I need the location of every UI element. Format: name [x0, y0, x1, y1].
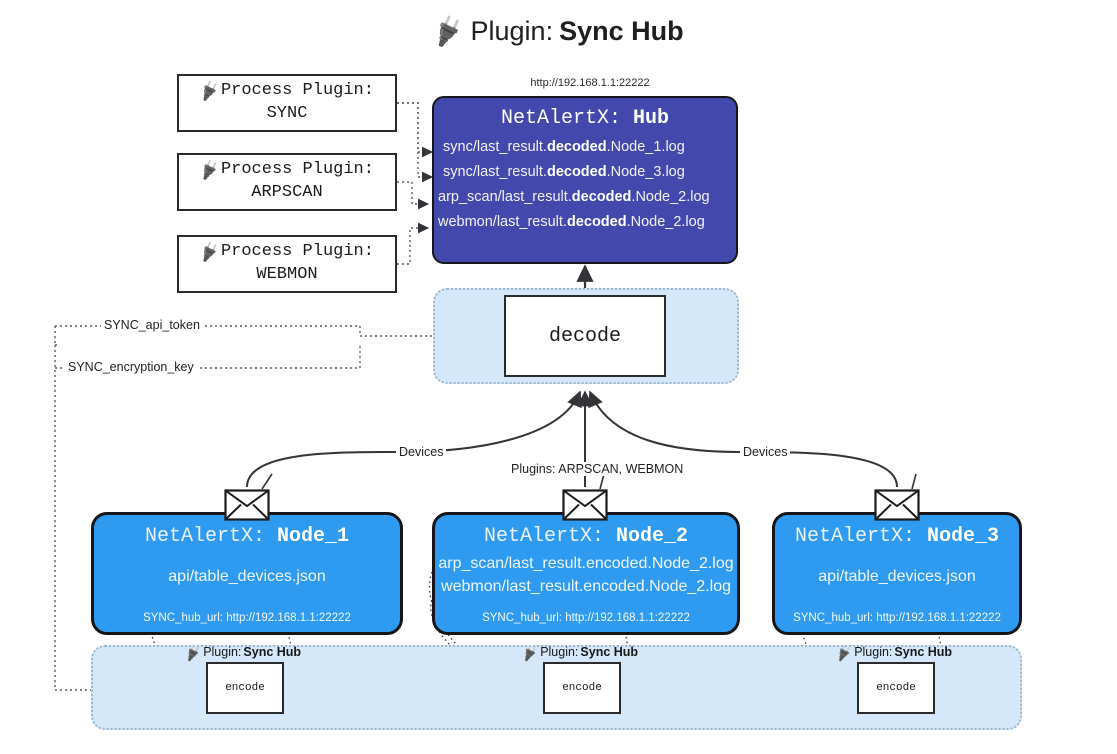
- plugins-center-label: Plugins: ARPSCAN, WEBMON: [508, 462, 687, 476]
- node-3-line-1: api/table_devices.json: [818, 568, 976, 585]
- plug-icon: 🔌: [197, 240, 223, 265]
- hub-log-line-2: sync/last_result.decoded.Node_3.log: [443, 163, 685, 180]
- node-1-footer: SYNC_hub_url: http://192.168.1.1:22222: [143, 612, 351, 624]
- envelope-icon-node-1: [224, 489, 270, 521]
- link-sync-to-hub: [397, 102, 434, 158]
- encoder-3-box[interactable]: encode: [857, 662, 935, 714]
- process-plugin-sync[interactable]: 🔌Process Plugin: SYNC: [177, 74, 397, 132]
- envelope-stem-2: [599, 473, 605, 490]
- plug-icon: 🔌: [182, 642, 204, 662]
- node-3-title: NetAlertX: Node_3: [794, 525, 1000, 548]
- link-webmon-to-hub: [397, 222, 430, 265]
- process-plugin-arpscan-value: ARPSCAN: [251, 183, 323, 202]
- setting-api-token-label: SYNC_api_token: [101, 318, 203, 332]
- hub-log-line-1: sync/last_result.decoded.Node_1.log: [443, 139, 685, 155]
- plug-icon: 🔌: [519, 642, 541, 662]
- devices-left-label: Devices: [396, 445, 447, 459]
- node-1-line-1: api/table_devices.json: [168, 568, 326, 585]
- process-plugin-sync-label: Process Plugin:: [220, 81, 374, 101]
- process-plugin-arpscan-label: Process Plugin:: [220, 160, 374, 180]
- envelope-icon-node-2: [562, 489, 608, 521]
- page-title: 🔌 Plugin: Sync Hub: [0, 12, 1117, 50]
- plug-icon: 🔌: [197, 158, 223, 183]
- link-arpscan-to-hub: [397, 181, 430, 210]
- hub-title-name: Hub: [633, 107, 670, 130]
- encoder-1-box[interactable]: encode: [206, 662, 284, 714]
- plug-icon: 🔌: [833, 642, 855, 662]
- node-1[interactable]: NetAlertX: Node_1 api/table_devices.json…: [91, 512, 403, 635]
- node-1-title: NetAlertX: Node_1: [144, 525, 350, 548]
- devices-right-label: Devices: [740, 445, 791, 459]
- process-plugin-webmon-value: WEBMON: [256, 265, 318, 284]
- node-2[interactable]: NetAlertX: Node_2 arp_scan/last_result.e…: [432, 512, 740, 635]
- hub-url-label: http://192.168.1.1:22222: [530, 77, 650, 89]
- process-plugin-webmon-label: Process Plugin:: [220, 242, 374, 262]
- link-sync-to-hub-2: [397, 102, 434, 183]
- envelope-icon-node-3: [874, 489, 920, 521]
- envelope-stem-1: [261, 473, 273, 490]
- encoder-3-label: encode: [876, 682, 916, 694]
- encoder-2-caption: 🔌 Plugin:Sync Hub: [519, 642, 639, 662]
- plug-icon: 🔌: [429, 12, 469, 50]
- setting-encryption-key-label: SYNC_encryption_key: [65, 360, 197, 374]
- node-2-line-2: webmon/last_result.encoded.Node_2.log: [441, 578, 731, 596]
- envelope-stem-3: [911, 473, 917, 490]
- node-2-title: NetAlertX: Node_2: [483, 525, 689, 548]
- process-plugin-sync-value: SYNC: [266, 104, 308, 123]
- node-3-footer: SYNC_hub_url: http://192.168.1.1:22222: [793, 612, 1001, 624]
- decode-label: decode: [548, 324, 621, 348]
- page-title-name: Sync Hub: [559, 16, 684, 46]
- hub-node[interactable]: NetAlertX: Hub sync/last_result.decoded.…: [432, 96, 738, 264]
- node-2-footer: SYNC_hub_url: http://192.168.1.1:22222: [482, 612, 690, 624]
- decode-box[interactable]: decode: [504, 295, 666, 377]
- process-plugin-arpscan[interactable]: 🔌Process Plugin: ARPSCAN: [177, 153, 397, 211]
- encoder-3-caption: 🔌 Plugin:Sync Hub: [833, 642, 953, 662]
- encoder-2-label: encode: [562, 682, 602, 694]
- node-2-line-1: arp_scan/last_result.encoded.Node_2.log: [438, 555, 734, 572]
- node-3[interactable]: NetAlertX: Node_3 api/table_devices.json…: [772, 512, 1022, 635]
- link-encryption-key-to-encoders: [54, 344, 122, 690]
- encoder-2-box[interactable]: encode: [543, 662, 621, 714]
- process-plugin-webmon[interactable]: 🔌Process Plugin: WEBMON: [177, 235, 397, 293]
- hub-log-line-3: arp_scan/last_result.decoded.Node_2.log: [438, 188, 710, 205]
- link-api-token-to-decode: [55, 325, 496, 342]
- encoder-1-label: encode: [225, 682, 265, 694]
- encoder-1-caption: 🔌 Plugin:Sync Hub: [182, 642, 302, 662]
- hub-log-line-4: webmon/last_result.decoded.Node_2.log: [438, 213, 705, 230]
- page-title-prefix: Plugin:: [470, 16, 554, 46]
- hub-title-prefix: NetAlertX:: [500, 107, 621, 130]
- hub-title: NetAlertX: Hub: [434, 107, 736, 130]
- plug-icon: 🔌: [197, 79, 223, 104]
